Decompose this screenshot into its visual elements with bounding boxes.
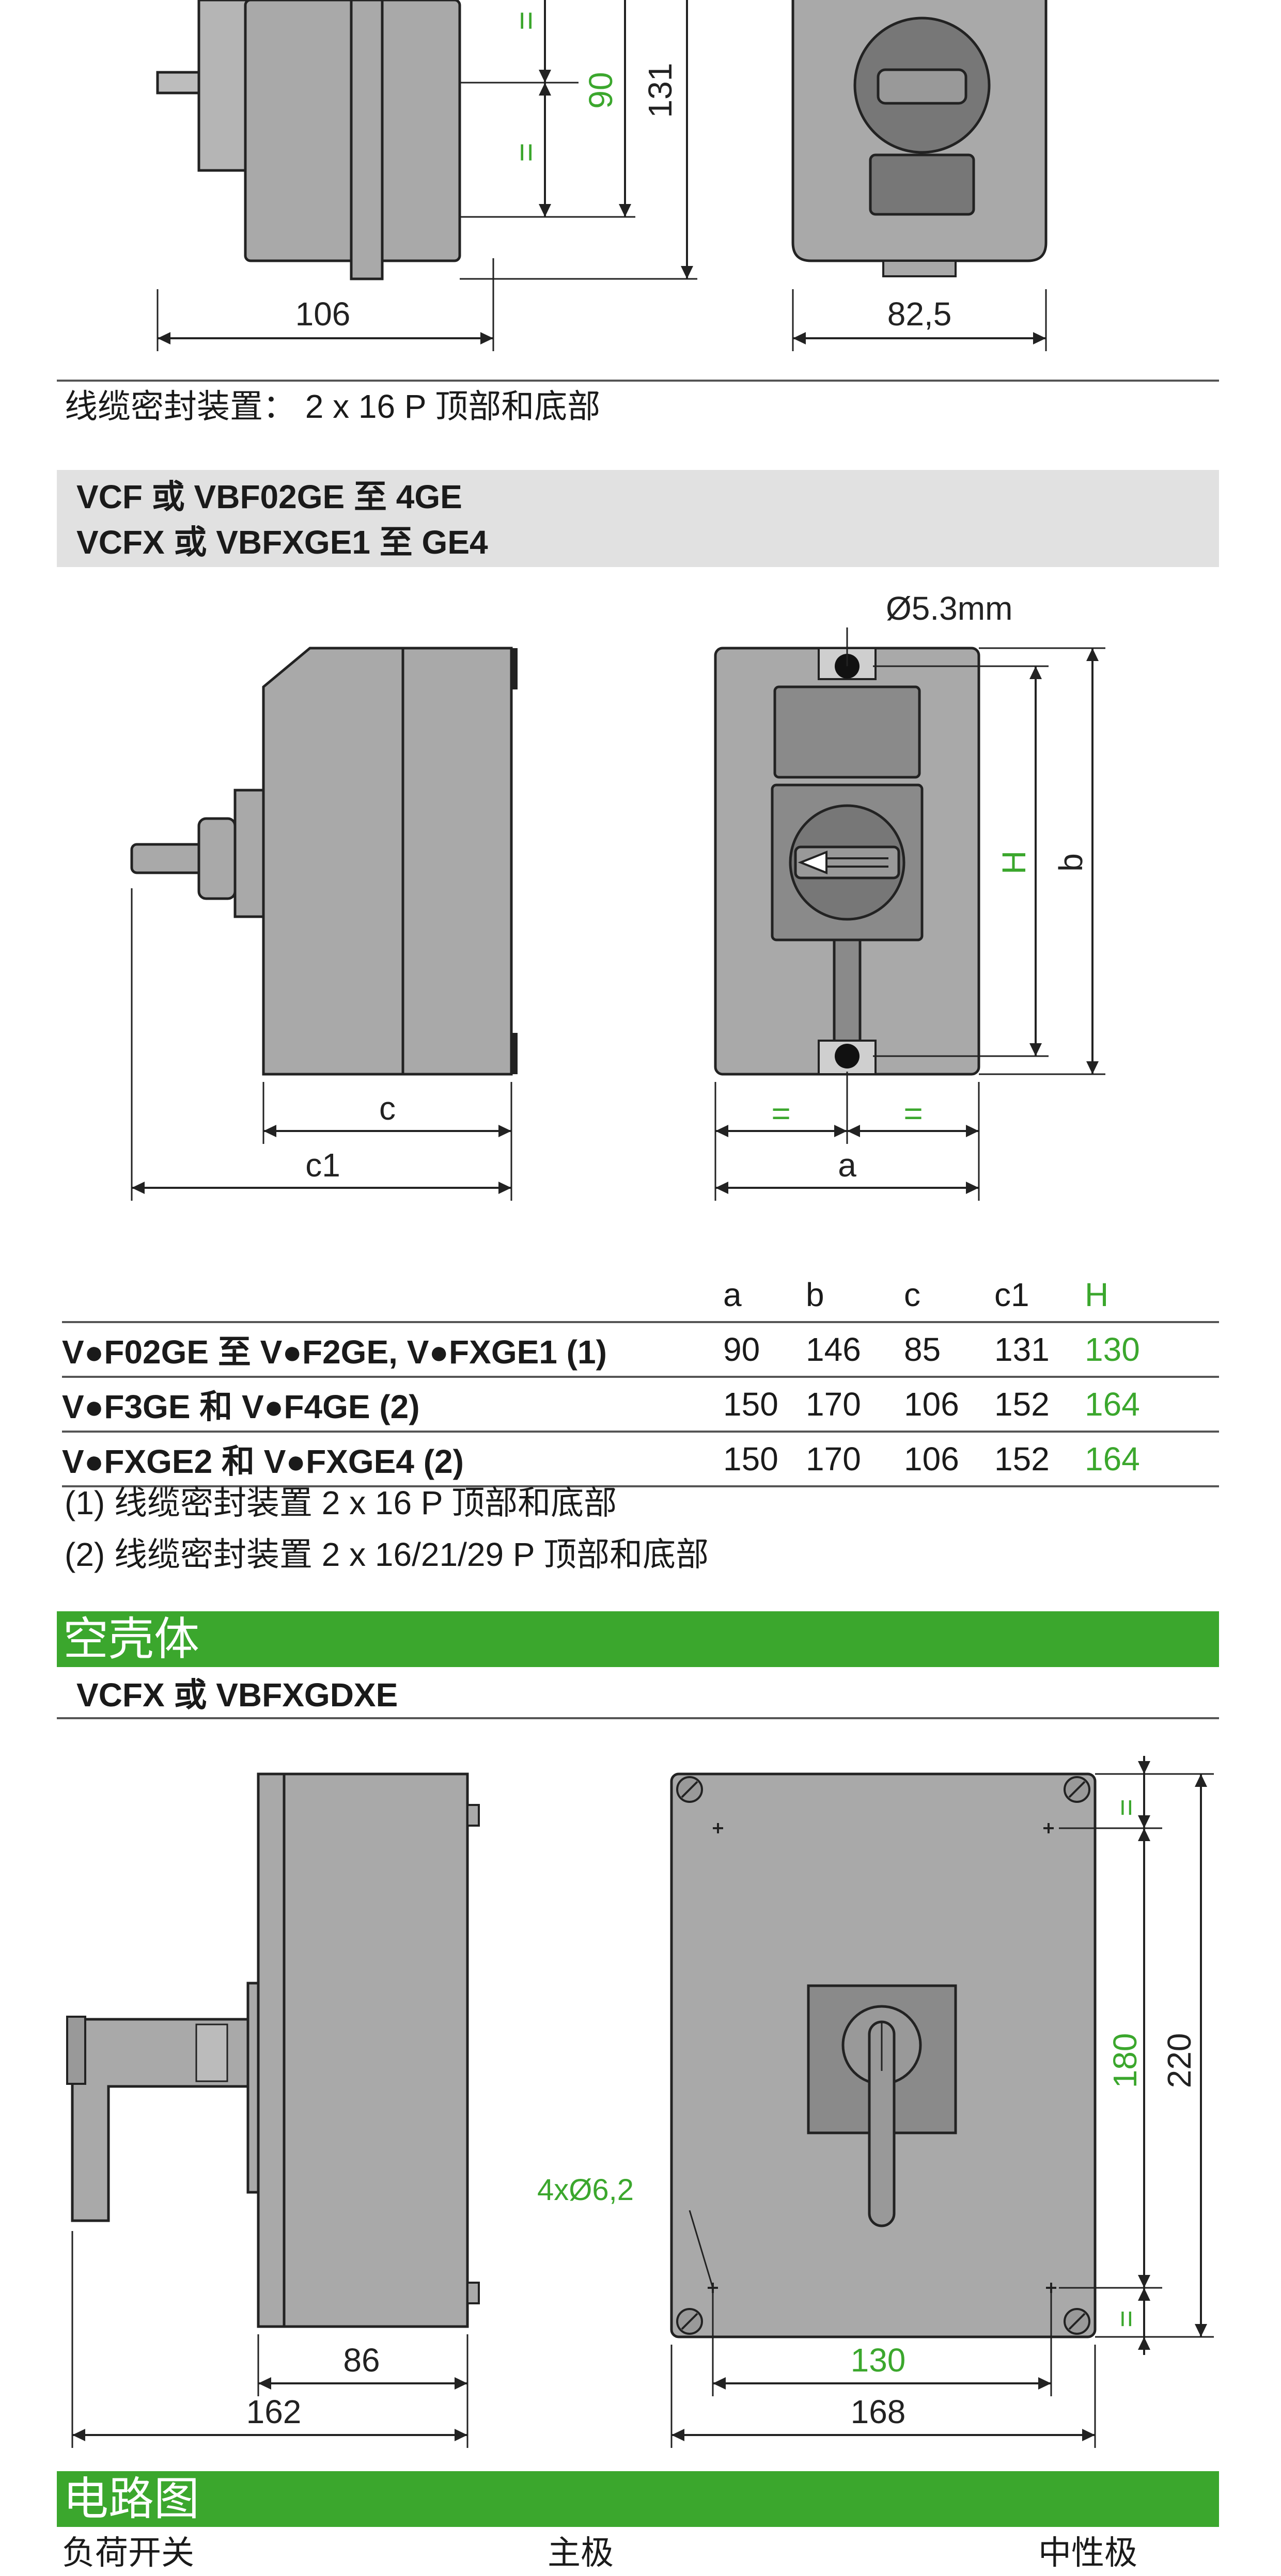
dimensions-table: a b c c1 H V●F02GE 至 V●F2GE, V●FXGE1 (1)… [62, 1268, 1219, 1487]
dim-c1: c1 [305, 1146, 340, 1184]
row-name: V●FXGE2 和 V●FXGE4 (2) [62, 1431, 723, 1487]
dim-a: a [838, 1146, 856, 1184]
section2-title-line1: VCF 或 VBF02GE 至 4GE [76, 478, 462, 515]
dim-eq-top: = [507, 11, 544, 30]
section2-title-band: VCF 或 VBF02GE 至 4GE VCFX 或 VBFXGE1 至 GE4 [57, 470, 1219, 567]
section3-header-text: 空壳体 [63, 1613, 200, 1664]
header-c: c [904, 1276, 920, 1313]
section4-header-text: 电路图 [63, 2473, 200, 2524]
side-cover [401, 647, 513, 1076]
section3-subtitle: VCFX 或 VBFXGDXE [76, 1676, 398, 1714]
row-name: V●F3GE 和 V●F4GE (2) [62, 1376, 723, 1432]
dim-c: c [379, 1090, 396, 1127]
drawing-top: = 90 = 131 106 82,5 [156, 0, 1048, 351]
row-name: V●F02GE 至 V●F2GE, V●FXGE1 (1) [62, 1321, 723, 1377]
dim-b: b [1052, 853, 1089, 872]
cell-c: 106 [904, 1431, 994, 1487]
side-body [262, 647, 404, 1076]
front-label-slot [869, 153, 975, 216]
cell-H: 164 [1085, 1376, 1219, 1432]
dim-162: 162 [246, 2393, 302, 2430]
drawing-section2: c c1 Ø5.3mm H b = = a [130, 590, 1105, 1201]
divider-3 [57, 1717, 1219, 1719]
dim-131: 131 [642, 63, 679, 118]
cell-c1: 131 [994, 1321, 1085, 1377]
holes-label: 4xØ6,2 [537, 2173, 634, 2207]
top-label-area [773, 685, 921, 779]
cell-a: 90 [723, 1321, 806, 1377]
cell-a: 150 [723, 1431, 806, 1487]
dim-eq-top: = [1110, 1799, 1143, 1816]
side-enclosure [257, 1772, 286, 2328]
section3-header: 空壳体 [57, 1611, 1219, 1667]
cell-b: 170 [806, 1376, 904, 1432]
cell-H: 164 [1085, 1431, 1219, 1487]
header-b: b [806, 1276, 824, 1313]
circuit-label-switch: 负荷开关 [62, 2534, 194, 2571]
side-view-front [197, 0, 249, 172]
dim-eq-bottom: = [1110, 2310, 1143, 2328]
divider-1 [57, 380, 1219, 382]
header-a: a [723, 1276, 742, 1313]
header-blank [62, 1268, 723, 1322]
table-row: V●F3GE 和 V●F4GE (2) 150 170 106 152 164 [62, 1376, 1219, 1432]
dim-106: 106 [295, 295, 351, 333]
header-H: H [1085, 1276, 1109, 1313]
cell-c: 85 [904, 1321, 994, 1377]
cell-b: 146 [806, 1321, 904, 1377]
dim-180: 180 [1106, 2033, 1144, 2088]
dim-eq-left: = [771, 1095, 790, 1132]
dim-H: H [995, 851, 1033, 874]
footnote-2: (2) 线缆密封装置 2 x 16/21/29 P 顶部和底部 [65, 1536, 709, 1573]
section2-title-line2: VCFX 或 VBFXGE1 至 GE4 [76, 524, 488, 561]
cell-c1: 152 [994, 1376, 1085, 1432]
dim-86: 86 [343, 2342, 380, 2379]
dim-82-5: 82,5 [887, 295, 952, 333]
dim-130: 130 [851, 2342, 906, 2379]
table-header-row: a b c c1 H [62, 1268, 1219, 1322]
dim-220: 220 [1161, 2033, 1198, 2088]
cell-c: 106 [904, 1376, 994, 1432]
section4-header: 电路图 [57, 2471, 1219, 2527]
dim-90: 90 [582, 72, 619, 108]
table-row: V●FXGE2 和 V●FXGE4 (2) 150 170 106 152 16… [62, 1431, 1219, 1487]
dim-eq-right: = [903, 1095, 923, 1132]
cable-note: 线缆密封装置： 2 x 16 P 顶部和底部 [65, 388, 601, 425]
cell-a: 150 [723, 1376, 806, 1432]
side-view-handle [156, 71, 200, 95]
circuit-label-main-pole: 主极 [548, 2534, 614, 2571]
mount-hole-bottom [835, 1044, 860, 1069]
table-row: V●F02GE 至 V●F2GE, V●FXGE1 (1) 90 146 85 … [62, 1321, 1219, 1377]
cell-b: 170 [806, 1431, 904, 1487]
dim-eq-bottom: = [507, 143, 544, 162]
cell-H: 130 [1085, 1321, 1219, 1377]
header-c1: c1 [994, 1276, 1029, 1313]
hole-label: Ø5.3mm [886, 590, 1012, 627]
cell-c1: 152 [994, 1431, 1085, 1487]
footnote-1: (1) 线缆密封装置 2 x 16 P 顶部和底部 [65, 1484, 617, 1521]
circuit-label-neutral-pole: 中性极 [1038, 2534, 1137, 2571]
dim-168: 168 [851, 2393, 906, 2430]
drawing-section3: 86 162 4xØ6,2 130 168 = 180 [66, 1756, 1214, 2448]
